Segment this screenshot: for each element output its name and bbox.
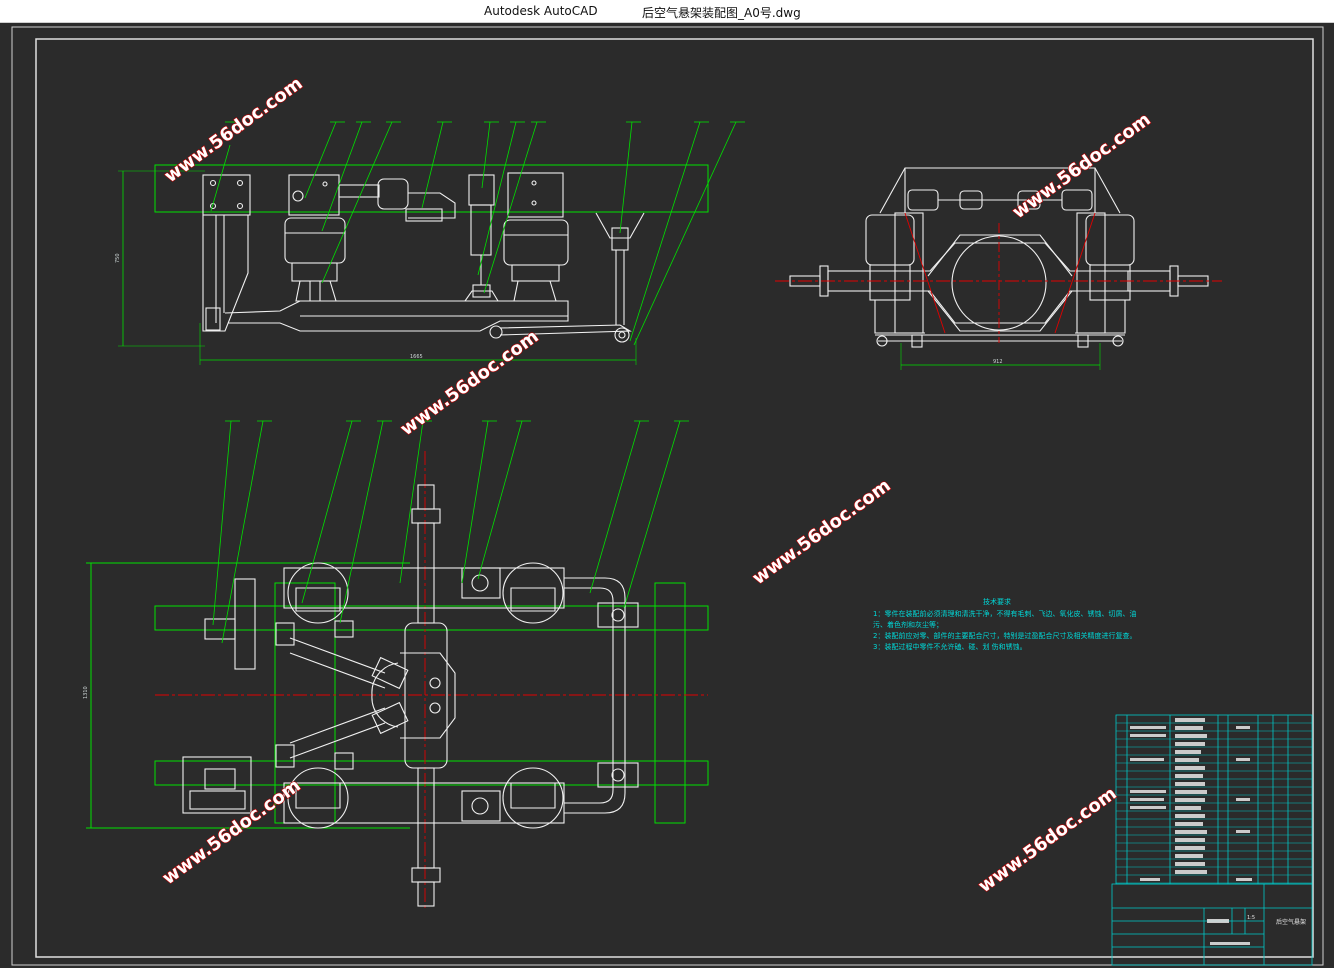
watermark-5: www.56doc.com (159, 775, 305, 889)
window-titlebar: Autodesk AutoCAD 后空气悬架装配图_A0号.dwg (0, 0, 1334, 23)
sheet-inner-border (35, 38, 1314, 958)
tech-requirements: 技术要求 1：零件在装配前必须清理和清洗干净，不得有毛刺、飞边、氧化皮、锈蚀、切… (873, 597, 1136, 651)
tech-req-line-3: 2：装配前应对零、部件的主要配合尺寸，特别是过盈配合尺寸及相关精度进行复查。 (873, 631, 1136, 640)
sheet-outer-border (11, 26, 1324, 966)
side-view[interactable]: 750 1665 (115, 121, 745, 365)
watermark-6: www.56doc.com (975, 783, 1121, 897)
watermark-3: www.56doc.com (397, 326, 543, 440)
watermarks: www.56doc.com www.56doc.com www.56doc.co… (158, 72, 1155, 897)
front-view[interactable]: 912 (775, 167, 1222, 370)
dim-front-width: 912 (993, 359, 1003, 365)
tech-req-line-4: 3：装配过程中零件不允许磕、碰、划 伤和锈蚀。 (873, 642, 1027, 651)
tech-req-line-1: 1：零件在装配前必须清理和清洗干净，不得有毛刺、飞边、氧化皮、锈蚀、切屑、油 (873, 609, 1136, 618)
watermark-1: www.56doc.com (161, 73, 307, 187)
watermark-2: www.56doc.com (1009, 109, 1155, 223)
document-title: 后空气悬架装配图_A0号.dwg (642, 6, 801, 20)
tech-req-line-2: 污、着色剂和灰尘等； (873, 620, 943, 629)
dim-side-height: 750 (115, 253, 121, 263)
app-title: Autodesk AutoCAD (484, 4, 598, 18)
cad-drawing[interactable]: 750 1665 (0, 23, 1334, 968)
drawing-scale: 1:5 (1247, 915, 1255, 921)
dim-side-width: 1665 (410, 354, 423, 360)
drawing-canvas[interactable]: 750 1665 (0, 23, 1334, 968)
title-block[interactable]: 后空气悬架 1:5 (1111, 714, 1313, 966)
drawing-title: 后空气悬架 (1276, 918, 1306, 926)
watermark-4: www.56doc.com (749, 475, 895, 589)
dim-plan-height: 1310 (83, 686, 89, 699)
side-frame-rail (154, 164, 709, 213)
plan-view[interactable]: 1310 (83, 420, 709, 911)
tech-req-title: 技术要求 (983, 597, 1011, 606)
